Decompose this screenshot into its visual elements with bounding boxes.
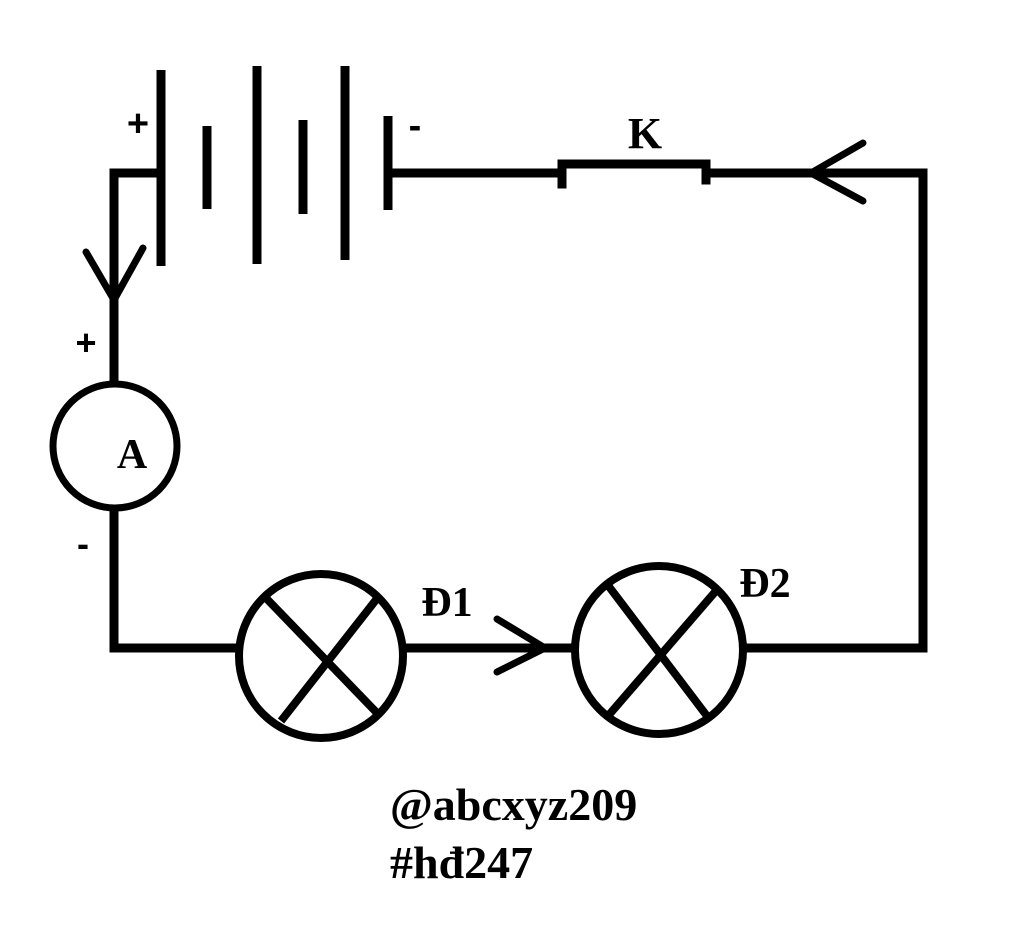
wire-ammeter-to-lamp1 [109, 505, 245, 653]
ammeter-minus-sign: - [77, 523, 89, 564]
current-arrows [82, 139, 867, 676]
lamp2-label: Đ2 [739, 561, 790, 607]
current-arrow-left-icon [807, 139, 867, 205]
ammeter: A + - [49, 322, 181, 564]
lamp-d2: Đ2 [571, 561, 791, 738]
lamp1-cross-a [262, 594, 381, 717]
wire-battery-to-ammeter [109, 168, 162, 388]
ammeter-label: A [117, 432, 148, 478]
lamp1-cross-b [277, 593, 383, 724]
watermark-handle: @abcxyz209 [390, 779, 638, 830]
current-arrow-down-icon [82, 244, 147, 304]
current-arrow-right-icon [493, 615, 549, 676]
ammeter-plus-sign: + [75, 322, 96, 363]
lamp1-label: Đ1 [421, 580, 472, 626]
ammeter-circle [49, 380, 181, 512]
battery-minus-sign: - [409, 105, 422, 147]
battery: + - [127, 66, 421, 266]
watermark-hashtag: #hđ247 [390, 837, 534, 888]
lamp2-cross-b [604, 589, 719, 719]
switch-lever [557, 159, 711, 189]
battery-plus-sign: + [127, 103, 149, 145]
lamp-d1: Đ1 [235, 570, 473, 742]
switch-k: K [557, 109, 711, 189]
circuit-wires [109, 168, 928, 653]
switch-label: K [628, 109, 662, 158]
